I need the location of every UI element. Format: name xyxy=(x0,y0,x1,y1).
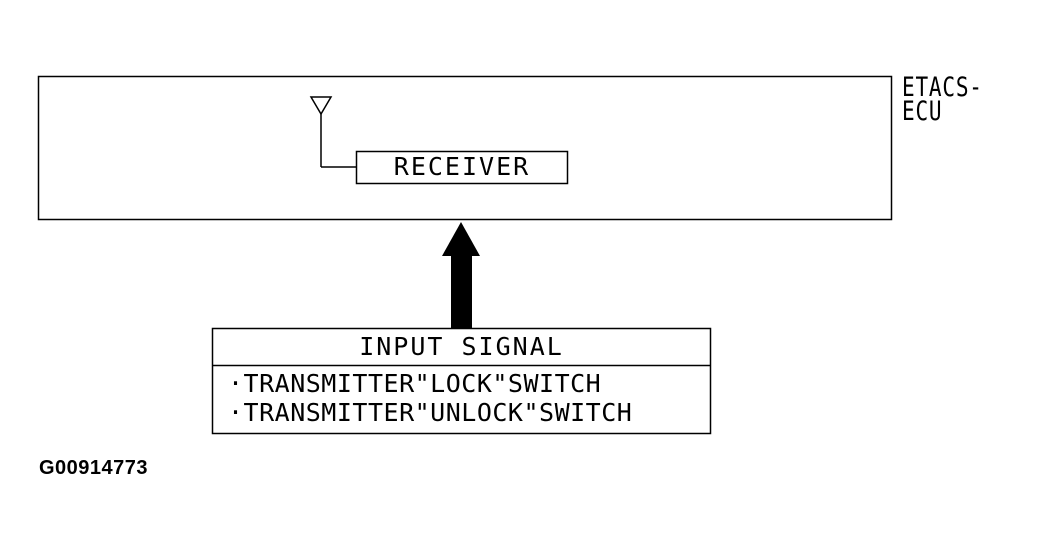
figure-id: G00914773 xyxy=(39,457,149,479)
input-signal-item-lock: ·TRANSMITTER"LOCK"SWITCH xyxy=(228,369,602,398)
ecu-label: ETACS- ECU xyxy=(902,72,983,127)
receiver-label: RECEIVER xyxy=(393,152,531,181)
antenna-icon xyxy=(309,96,356,168)
input-signal-box xyxy=(211,327,712,435)
input-signal-title: INPUT SIGNAL xyxy=(359,332,564,361)
ecu-label-line2: ECU xyxy=(902,96,943,127)
input-signal-list: ·TRANSMITTER"LOCK"SWITCH ·TRANSMITTER"UN… xyxy=(228,369,632,427)
input-signal-item-unlock: ·TRANSMITTER"UNLOCK"SWITCH xyxy=(228,398,633,427)
ecu-box xyxy=(37,75,893,221)
arrow-up-icon xyxy=(442,222,480,329)
ecu-label-line1: ETACS- xyxy=(902,72,983,103)
receiver-box xyxy=(355,150,569,185)
